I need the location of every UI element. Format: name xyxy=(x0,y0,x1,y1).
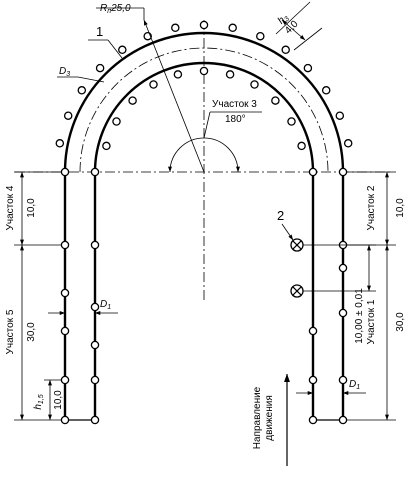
hole xyxy=(90,415,100,425)
hole xyxy=(338,308,348,318)
right-dimensions: Участок 2 10,0 Участок 1 30,0 10,00 ± 0,… xyxy=(303,171,406,421)
hole xyxy=(338,167,348,177)
h1-symbol: h xyxy=(33,404,44,410)
hole xyxy=(118,45,127,55)
callout-2-label: 2 xyxy=(277,208,284,223)
hole xyxy=(335,111,345,120)
hole xyxy=(112,117,121,126)
radius-value: 25,0 xyxy=(110,3,131,14)
hole xyxy=(60,415,70,425)
h3-dimension: h3 4,0 xyxy=(275,1,323,51)
radius-symbol: R xyxy=(100,3,107,14)
h1-value: 10,0 xyxy=(53,390,64,410)
hole xyxy=(90,302,100,312)
hole xyxy=(90,240,100,250)
d3-sub: 3 xyxy=(66,71,70,78)
hole xyxy=(128,96,137,105)
hole xyxy=(63,111,73,120)
hole xyxy=(55,139,65,148)
hole xyxy=(149,80,158,89)
hole xyxy=(338,375,348,385)
hole xyxy=(256,31,265,41)
section-1-name: Участок 1 xyxy=(366,299,377,344)
hole xyxy=(60,288,70,298)
svg-text:D1: D1 xyxy=(349,379,360,391)
hole xyxy=(199,66,209,76)
hole xyxy=(171,23,180,33)
svg-text:D1: D1 xyxy=(100,299,111,311)
hole xyxy=(338,263,348,273)
section-5-value: 30,0 xyxy=(26,322,37,342)
hole xyxy=(250,80,259,89)
hole xyxy=(173,70,183,79)
d1b-symbol: D xyxy=(349,379,356,390)
hole xyxy=(287,117,296,126)
direction-arrow: Направление движения xyxy=(252,373,290,466)
hole xyxy=(338,415,348,425)
straight-holes xyxy=(60,167,348,425)
hole xyxy=(60,167,70,177)
section-2-value: 10,0 xyxy=(395,198,406,218)
d3-label: D3 xyxy=(57,66,105,83)
section-1-value: 30,0 xyxy=(395,312,406,332)
hole xyxy=(90,340,100,350)
d1-right: D1 xyxy=(296,379,366,395)
hole xyxy=(308,167,318,177)
hole xyxy=(308,375,318,385)
section-4-value: 10,0 xyxy=(26,198,37,218)
hole xyxy=(228,23,237,33)
callout-2: 2 xyxy=(277,208,294,241)
h1-sub: 1,5 xyxy=(38,394,45,404)
hole xyxy=(225,70,235,79)
callout-1-label: 1 xyxy=(96,24,103,39)
hole xyxy=(281,45,290,55)
d1-symbol: D xyxy=(100,299,107,310)
hole xyxy=(271,96,280,105)
section-3-value: 180° xyxy=(225,114,246,125)
direction-line1: Направление xyxy=(252,386,263,449)
direction-line2: движения xyxy=(264,395,275,441)
hole xyxy=(343,139,353,148)
svg-text:Rп25,0: Rп25,0 xyxy=(100,3,131,15)
hole xyxy=(90,167,100,177)
hole xyxy=(60,240,70,250)
hole xyxy=(308,326,318,336)
svg-text:h1,5: h1,5 xyxy=(33,394,45,409)
hole xyxy=(95,63,105,73)
hole xyxy=(321,86,331,95)
callout-1: 1 xyxy=(88,24,123,59)
section-2-name: Участок 2 xyxy=(366,185,377,230)
sensor-marks xyxy=(290,238,304,298)
d1-left: D1 xyxy=(48,299,118,315)
hole xyxy=(308,415,318,425)
section-5-name: Участок 5 xyxy=(5,309,16,354)
hole xyxy=(77,86,87,95)
h3-sub: 3 xyxy=(283,15,291,23)
hole xyxy=(60,375,70,385)
left-dimensions: Участок 4 10,0 Участок 5 30,0 h1,5 10,0 xyxy=(5,171,64,421)
d1-sub: 1 xyxy=(107,304,111,311)
d3-symbol: D xyxy=(59,66,66,77)
sensor-lower xyxy=(290,284,304,298)
hole xyxy=(60,326,70,336)
d1b-sub: 1 xyxy=(356,384,360,391)
radius-sub: п xyxy=(107,8,111,15)
radius-dimension: Rп25,0 xyxy=(96,3,205,173)
sensor-upper xyxy=(290,238,304,252)
hole xyxy=(199,20,209,30)
hole xyxy=(297,141,306,151)
hole xyxy=(90,375,100,385)
hole xyxy=(303,63,313,73)
hole xyxy=(102,141,111,151)
section-4-name: Участок 4 xyxy=(5,185,16,230)
section-3-name: Участок 3 xyxy=(212,99,257,110)
arc-holes xyxy=(55,20,353,151)
tolerance-value: 10,00 ± 0,01 xyxy=(354,288,365,344)
section-3-angle: Участок 3 180° xyxy=(168,99,262,173)
svg-text:D3: D3 xyxy=(59,66,70,78)
